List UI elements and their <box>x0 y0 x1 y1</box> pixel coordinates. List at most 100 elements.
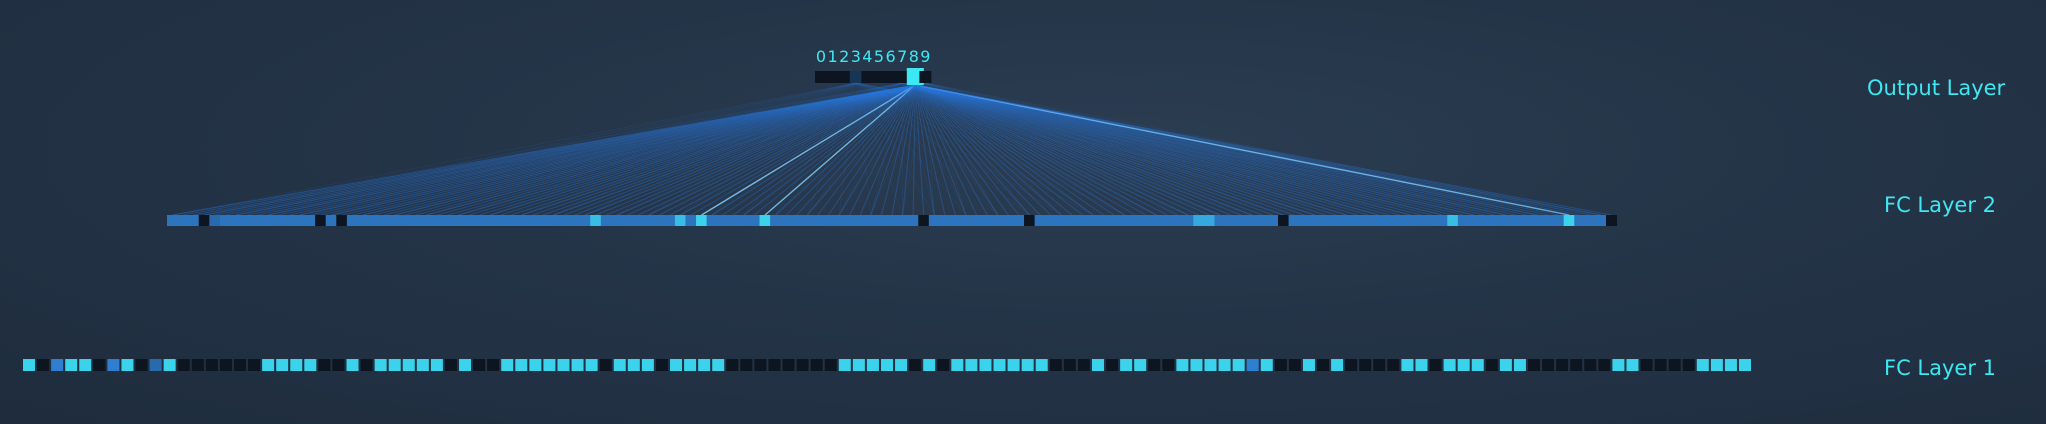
fc1-neuron <box>219 359 232 371</box>
fc2-neuron <box>1256 215 1268 226</box>
connection-line <box>468 84 916 216</box>
connection-line <box>870 82 903 216</box>
connection-line <box>915 84 1411 216</box>
fc2-neuron <box>1584 215 1596 226</box>
fc2-neuron <box>1595 215 1607 226</box>
fc2-neuron <box>664 215 676 226</box>
output-neuron <box>861 71 874 83</box>
fc2-neuron <box>865 215 877 226</box>
connection-line <box>925 82 1379 216</box>
fc2-neuron <box>981 215 993 226</box>
connection-line <box>855 82 1316 216</box>
connection-line <box>855 82 1125 216</box>
connection-line <box>855 82 1062 216</box>
connection-line <box>553 82 903 216</box>
connection-line <box>817 84 916 216</box>
fc1-neuron <box>641 359 654 371</box>
connection-line <box>915 84 1274 216</box>
fc1-neuron <box>65 359 78 371</box>
connection-line <box>743 82 926 216</box>
connection-line <box>914 84 1062 216</box>
fc2-neuron <box>389 215 401 226</box>
fc2-neuron <box>177 215 189 226</box>
fc1-neuron <box>796 359 809 371</box>
fc2-neuron <box>801 215 813 226</box>
connection-line <box>915 84 1263 216</box>
connection-line <box>362 84 916 216</box>
fc2-neuron <box>558 215 570 226</box>
fc1-neuron <box>1696 359 1709 371</box>
output-digit-label: 6 <box>886 47 896 66</box>
connection-line <box>915 84 1305 216</box>
connection-line <box>902 82 1379 216</box>
fc2-neuron <box>1309 215 1321 226</box>
fc1-neuron <box>1148 359 1161 371</box>
fc2-neuron <box>1277 215 1289 226</box>
connection-line <box>299 84 916 216</box>
fc2-neuron <box>1320 215 1332 226</box>
fc1-neuron <box>1387 359 1400 371</box>
connection-line <box>915 84 1337 216</box>
fc1-neuron <box>937 359 950 371</box>
fc1-neuron <box>1063 359 1076 371</box>
connection-line <box>489 82 856 216</box>
connection-line <box>902 82 1570 216</box>
fc2-neuron <box>875 215 887 226</box>
connection-line <box>658 84 916 216</box>
output-digit-label: 2 <box>839 47 849 66</box>
connection-line <box>373 84 916 216</box>
fc1-neuron <box>1345 359 1358 371</box>
fc2-neuron <box>960 215 972 226</box>
fc2-neuron <box>1606 215 1617 226</box>
connection-line <box>711 82 857 216</box>
fc2-neuron <box>600 215 612 226</box>
fc2-neuron <box>1119 215 1131 226</box>
connection-line <box>914 84 1020 216</box>
connection-line <box>859 84 916 216</box>
connection-line <box>267 82 903 216</box>
connection-line <box>426 84 916 216</box>
fc2-neuron <box>1182 215 1194 226</box>
connection-line <box>838 82 857 216</box>
fc1-neuron <box>965 359 978 371</box>
connection-line <box>915 84 1147 216</box>
fc1-neuron <box>782 359 795 371</box>
connection-line <box>915 84 1496 216</box>
connection-line <box>925 82 1221 216</box>
connection-line <box>489 84 916 216</box>
connection-line <box>925 82 1443 216</box>
fc2-neuron <box>791 215 803 226</box>
connection-line <box>553 82 926 216</box>
fc2-neuron <box>1330 215 1342 226</box>
fc1-neuron <box>951 359 964 371</box>
fc1-neuron <box>684 359 697 371</box>
connection-line <box>915 84 1115 216</box>
connection-line <box>902 82 1601 216</box>
connection-line <box>915 84 1602 216</box>
fc1-neuron <box>698 359 711 371</box>
fc2-neuron <box>854 215 866 226</box>
connection-line <box>915 84 1189 216</box>
connection-line <box>775 82 926 216</box>
connection-line <box>458 82 856 216</box>
connection-line <box>447 84 916 216</box>
fc2-neuron <box>1415 215 1427 226</box>
connection-line <box>235 82 903 216</box>
fc1-neuron <box>1302 359 1315 371</box>
connection-line <box>267 82 856 216</box>
fc2-neuron <box>516 215 528 226</box>
connection-line <box>915 84 1570 216</box>
connection-line <box>267 82 926 216</box>
connection-line <box>915 84 1485 216</box>
connection-line <box>915 84 1242 216</box>
connection-line <box>743 84 916 216</box>
fc2-neuron <box>770 215 782 226</box>
connection-line <box>362 82 903 216</box>
connection-line <box>775 82 857 216</box>
connection-line <box>806 82 857 216</box>
connection-line <box>925 82 1475 216</box>
connection-line <box>901 82 1125 216</box>
connection-line <box>309 84 916 216</box>
connection-line <box>257 84 916 216</box>
